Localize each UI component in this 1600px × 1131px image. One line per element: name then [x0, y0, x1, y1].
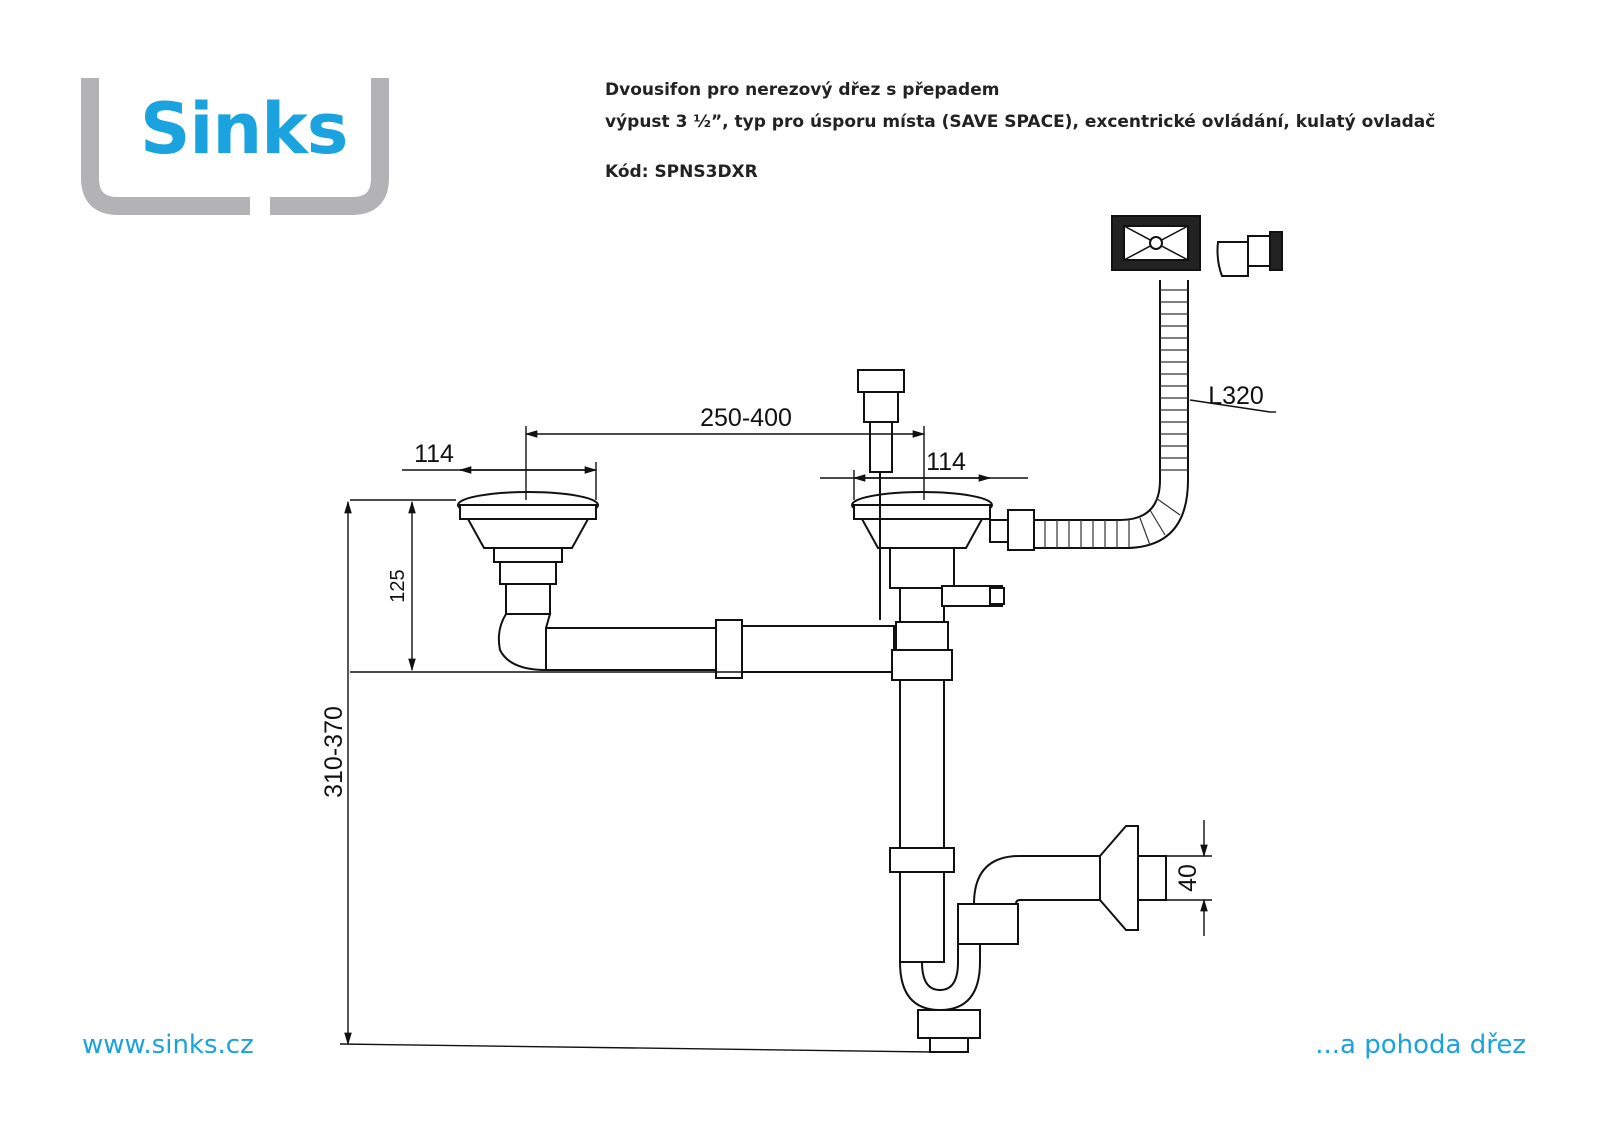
- horizontal-pipe: [545, 619, 895, 679]
- hose-ribs: [1044, 289, 1188, 548]
- website-link[interactable]: www.sinks.cz: [82, 1030, 254, 1060]
- overflow-head: [1111, 215, 1201, 271]
- dimension-lines: [339, 399, 1276, 1053]
- slogan: ...a pohoda dřez: [1315, 1030, 1526, 1060]
- inlet-height-label: 125: [387, 569, 409, 602]
- logo-frame: [81, 78, 389, 215]
- overflow-hose: [1034, 280, 1189, 549]
- left-strainer: [457, 491, 599, 615]
- spacing-label: 250-400: [700, 404, 792, 432]
- overflow-elbow: [1216, 231, 1283, 277]
- left-elbow: [497, 613, 552, 672]
- right-strainer: [851, 491, 1035, 589]
- product-title: Dvousifon pro nerezový dřez s přepadem: [605, 80, 1000, 100]
- trap-nut: [917, 1009, 981, 1039]
- product-subtitle: výpust 3 ½”, typ pro úsporu místa (SAVE …: [605, 112, 1436, 132]
- left-strainer-label: 114: [414, 440, 454, 468]
- logo-text: Sinks: [140, 88, 348, 170]
- overflow-hose-label: L320: [1208, 382, 1264, 410]
- total-height-label: 310-370: [320, 706, 348, 798]
- siphon-parts: [457, 215, 1283, 1053]
- vertical-column: [889, 585, 1005, 963]
- outlet-height-label: 40: [1174, 864, 1202, 892]
- outlet: [957, 825, 1167, 945]
- right-strainer-label: 114: [926, 448, 966, 476]
- product-code: Kód: SPNS3DXR: [605, 162, 758, 182]
